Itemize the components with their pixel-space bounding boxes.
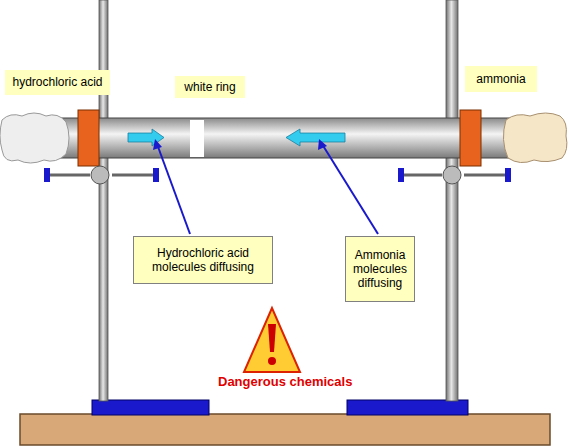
clamp-boss [398,166,511,184]
clamp-jaw [78,110,99,166]
node-text: Ammonia molecules diffusing [350,248,410,290]
stand-foot [347,400,468,415]
node-text: Hydrochloric acid molecules diffusing [140,246,266,274]
callout-box: Ammonia molecules diffusing [345,236,415,302]
node-text: white ring [183,80,237,94]
leader-line [157,144,190,234]
wooden-base [20,414,550,445]
glass-tube [40,118,530,158]
node-text: ammonia [475,72,527,86]
stand-rod [99,0,108,401]
warning-text: Dangerous chemicals [218,374,352,389]
leader-arrowhead [153,139,162,150]
node-text: hydrochloric acid [11,75,104,89]
diffusion-arrow [286,129,345,146]
callout-box: Hydrochloric acid molecules diffusing [133,236,273,284]
white-ring [190,120,204,157]
leader-arrowhead [318,139,327,150]
clamp-jaw [460,110,481,166]
clamp-boss [44,166,159,184]
cotton-wool-plug [0,113,69,163]
label-box: white ring [175,76,245,98]
cotton-wool-plug [503,113,566,163]
stand-foot [92,400,209,415]
stand-rod [446,0,458,401]
label-box: hydrochloric acid [5,70,110,95]
leader-line [322,144,378,234]
warning-triangle [244,308,300,372]
label-box: ammonia [465,66,537,92]
